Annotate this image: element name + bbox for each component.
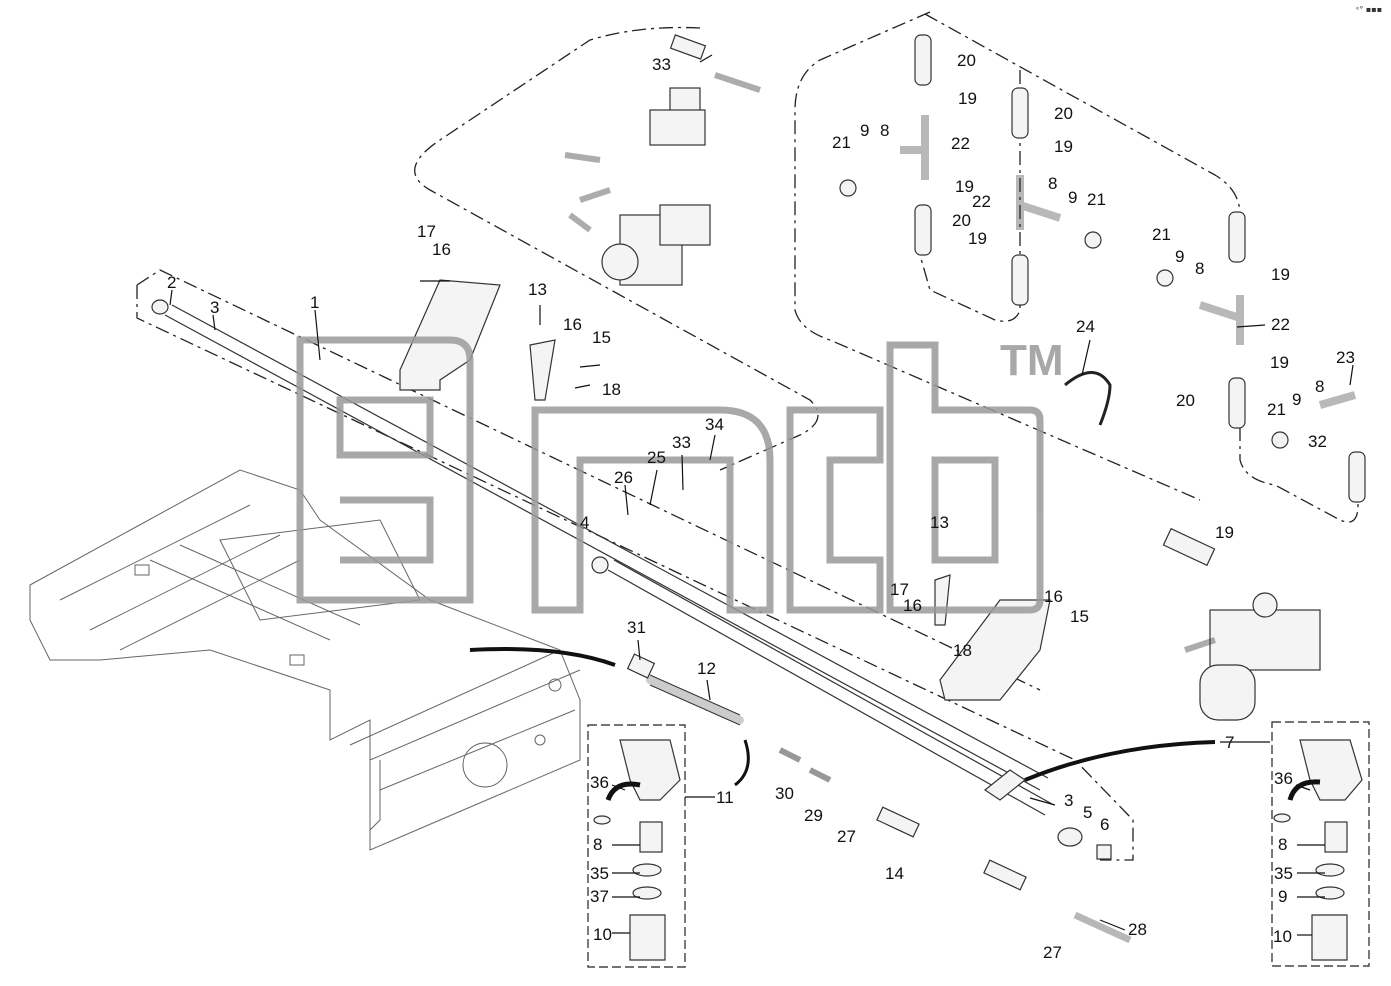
callout-25: 25 <box>647 448 666 467</box>
callout-22b: 22 <box>972 192 991 211</box>
callout-8f: 8 <box>1278 835 1287 854</box>
callout-23: 23 <box>1336 348 1355 367</box>
callout-21c: 21 <box>1152 225 1171 244</box>
arrow-11 <box>734 739 750 787</box>
callout-8d: 8 <box>1315 377 1324 396</box>
callout-24: 24 <box>1076 317 1095 336</box>
callout-17b: 17 <box>890 580 909 599</box>
callout-20c: 20 <box>952 211 971 230</box>
callout-1: 1 <box>310 293 319 312</box>
callout-4: 4 <box>580 513 589 532</box>
boom-tubes <box>151 299 1112 860</box>
callout-12: 12 <box>697 659 716 678</box>
callout-19a: 19 <box>958 89 977 108</box>
arrows <box>469 647 1321 801</box>
callout-labels: 1 2 3 3 4 5 6 7 8 8 8 8 8 8 9 9 9 9 9 10… <box>167 51 1355 962</box>
callout-9c: 9 <box>1175 247 1184 266</box>
callout-7: 7 <box>1225 733 1234 752</box>
group-outlines <box>136 11 1359 861</box>
callout-3b: 3 <box>1064 791 1073 810</box>
callout-16d: 16 <box>1044 587 1063 606</box>
callout-13b: 13 <box>930 513 949 532</box>
callout-19c: 19 <box>955 177 974 196</box>
callout-9a: 9 <box>860 121 869 140</box>
callout-18b: 18 <box>953 641 972 660</box>
detail-box-7 <box>1271 721 1370 967</box>
callout-19f: 19 <box>1270 353 1289 372</box>
callout-19b: 19 <box>1054 137 1073 156</box>
callout-28: 28 <box>1128 920 1147 939</box>
callout-6: 6 <box>1100 815 1109 834</box>
callout-21b: 21 <box>1087 190 1106 209</box>
callout-22a: 22 <box>951 134 970 153</box>
callout-19d: 19 <box>968 229 987 248</box>
callout-8a: 8 <box>880 121 889 140</box>
callout-8c: 8 <box>1195 259 1204 278</box>
arrow-36-left <box>605 781 641 801</box>
callout-18a: 18 <box>602 380 621 399</box>
watermark-logo: TM <box>296 336 1064 614</box>
callout-29: 29 <box>804 806 823 825</box>
callout-2: 2 <box>167 273 176 292</box>
water-pump <box>1184 592 1321 721</box>
callout-21d: 21 <box>1267 400 1286 419</box>
callout-32: 32 <box>1308 432 1327 451</box>
callout-19e: 19 <box>1271 265 1290 284</box>
arrow-31 <box>469 647 616 667</box>
callout-31: 31 <box>627 618 646 637</box>
chassis-frame <box>29 469 581 851</box>
callout-33b: 33 <box>672 433 691 452</box>
fittings-right <box>839 34 1366 567</box>
pump-assembly <box>564 34 761 286</box>
callout-8e: 8 <box>593 835 602 854</box>
callout-36a: 36 <box>590 773 609 792</box>
callout-34: 34 <box>705 415 724 434</box>
callout-20d: 20 <box>1176 391 1195 410</box>
callout-14: 14 <box>885 864 904 883</box>
callout-3a: 3 <box>210 298 219 317</box>
callout-33a: 33 <box>652 55 671 74</box>
callout-21a: 21 <box>832 133 851 152</box>
lower-hose-line <box>626 653 1132 944</box>
callout-17a: 17 <box>417 222 436 241</box>
callout-37: 37 <box>590 887 609 906</box>
callout-35a: 35 <box>590 864 609 883</box>
arrow-36-right <box>1287 779 1321 801</box>
callout-20b: 20 <box>1054 104 1073 123</box>
callout-27a: 27 <box>837 827 856 846</box>
callout-13a: 13 <box>528 280 547 299</box>
callout-10b: 10 <box>1273 927 1292 946</box>
arrow-7 <box>1024 740 1216 782</box>
callout-16b: 16 <box>563 315 582 334</box>
callout-16c: 16 <box>903 596 922 615</box>
corner-mark: ᵉ° ▪▪▪ <box>1356 5 1382 14</box>
callout-20a: 20 <box>957 51 976 70</box>
callout-16a: 16 <box>432 240 451 259</box>
callout-27b: 27 <box>1043 943 1062 962</box>
callout-5: 5 <box>1083 803 1092 822</box>
callout-36b: 36 <box>1274 769 1293 788</box>
callout-9e: 9 <box>1278 887 1287 906</box>
leader-lines <box>169 54 1354 936</box>
callout-15a: 15 <box>592 328 611 347</box>
callout-30: 30 <box>775 784 794 803</box>
callout-35b: 35 <box>1274 864 1293 883</box>
watermark-tm: TM <box>1000 336 1064 385</box>
callout-22c: 22 <box>1271 315 1290 334</box>
callout-26: 26 <box>614 468 633 487</box>
callout-19g: 19 <box>1215 523 1234 542</box>
callout-10a: 10 <box>593 925 612 944</box>
callout-9d: 9 <box>1292 390 1301 409</box>
brackets <box>399 279 1051 701</box>
callout-8b: 8 <box>1048 174 1057 193</box>
callout-11: 11 <box>716 788 734 807</box>
callout-15b: 15 <box>1070 607 1089 626</box>
callout-9b: 9 <box>1068 188 1077 207</box>
